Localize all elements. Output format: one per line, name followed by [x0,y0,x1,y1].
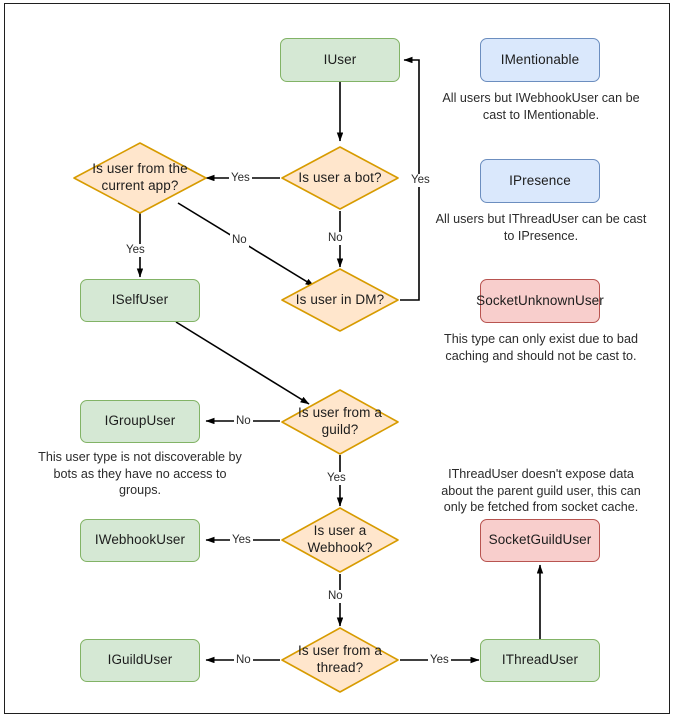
edge-label-app-no: No [230,234,249,247]
node-igroupuser[interactable]: IGroupUser [80,400,200,443]
node-is-user-in-dm[interactable]: Is user in DM? [280,267,400,333]
edge-label-thread-no: No [234,654,253,667]
diamond-shape [281,268,399,332]
note-socketunknownuser: This type can only exist due to bad cach… [444,332,638,363]
node-is-user-from-a-guild-label: Is user from a guild? [298,405,382,437]
node-is-user-from-a-thread[interactable]: Is user from a thread? [280,626,400,694]
node-socketguilduser-label: SocketGuildUser [488,532,592,548]
edge-label-dm-yes: Yes [409,174,432,187]
node-is-user-a-webhook-label: Is user a Webhook? [307,523,373,555]
node-ipresence-label: IPresence [509,172,571,188]
node-socketunknownuser-label: SocketUnknownUser [476,292,604,308]
node-socketunknownuser[interactable]: SocketUnknownUser [476,279,604,323]
node-imentionable[interactable]: IMentionable [480,38,600,82]
note-imentionable: All users but IWebhookUser can be cast t… [442,91,640,122]
edge-label-guild-no: No [234,415,253,428]
node-is-user-from-current-app-label: Is user from the current app? [92,161,188,193]
diamond-shape [281,389,399,455]
note-ithreaduser: IThreadUser doesn't expose data about th… [441,467,641,515]
edge-label-webhook-yes: Yes [230,534,253,547]
node-imentionable-label: IMentionable [500,51,580,67]
edge-label-bot-no: No [326,232,345,245]
node-is-user-a-webhook[interactable]: Is user a Webhook? [280,506,400,574]
note-igroupuser: This user type is not discoverable by bo… [38,450,242,498]
edge-label-thread-yes: Yes [428,654,451,667]
node-is-user-a-bot-label: Is user a bot? [298,169,382,185]
node-iwebhookuser[interactable]: IWebhookUser [80,519,200,562]
node-is-user-a-bot[interactable]: Is user a bot? [280,145,400,211]
node-iuser-label: IUser [323,51,357,67]
node-is-user-in-dm-label: Is user in DM? [295,291,385,307]
node-iuser[interactable]: IUser [280,38,400,82]
node-iselfuser[interactable]: ISelfUser [80,279,200,322]
node-igroupuser-label: IGroupUser [104,413,176,429]
node-is-user-from-a-thread-label: Is user from a thread? [298,643,382,675]
node-is-user-from-a-guild[interactable]: Is user from a guild? [280,388,400,456]
edge-label-guild-yes: Yes [325,472,348,485]
diamond-shape [281,146,399,210]
node-iguilduser[interactable]: IGuildUser [80,639,200,682]
node-ithreaduser-label: IThreadUser [501,652,579,668]
node-iselfuser-label: ISelfUser [111,292,169,308]
node-iguilduser-label: IGuildUser [107,652,173,668]
note-ipresence: All users but IThreadUser can be cast to… [435,212,647,243]
node-iwebhookuser-label: IWebhookUser [94,532,186,548]
edge-label-app-yes: Yes [124,244,147,257]
diamond-shape [281,507,399,573]
node-is-user-from-current-app[interactable]: Is user from the current app? [72,141,208,215]
edge-label-bot-yes: Yes [229,172,252,185]
node-socketguilduser[interactable]: SocketGuildUser [480,519,600,562]
diamond-shape [281,627,399,693]
node-ithreaduser[interactable]: IThreadUser [480,639,600,682]
edge-label-webhook-no: No [326,590,345,603]
node-ipresence[interactable]: IPresence [480,159,600,203]
diamond-shape [73,142,207,214]
